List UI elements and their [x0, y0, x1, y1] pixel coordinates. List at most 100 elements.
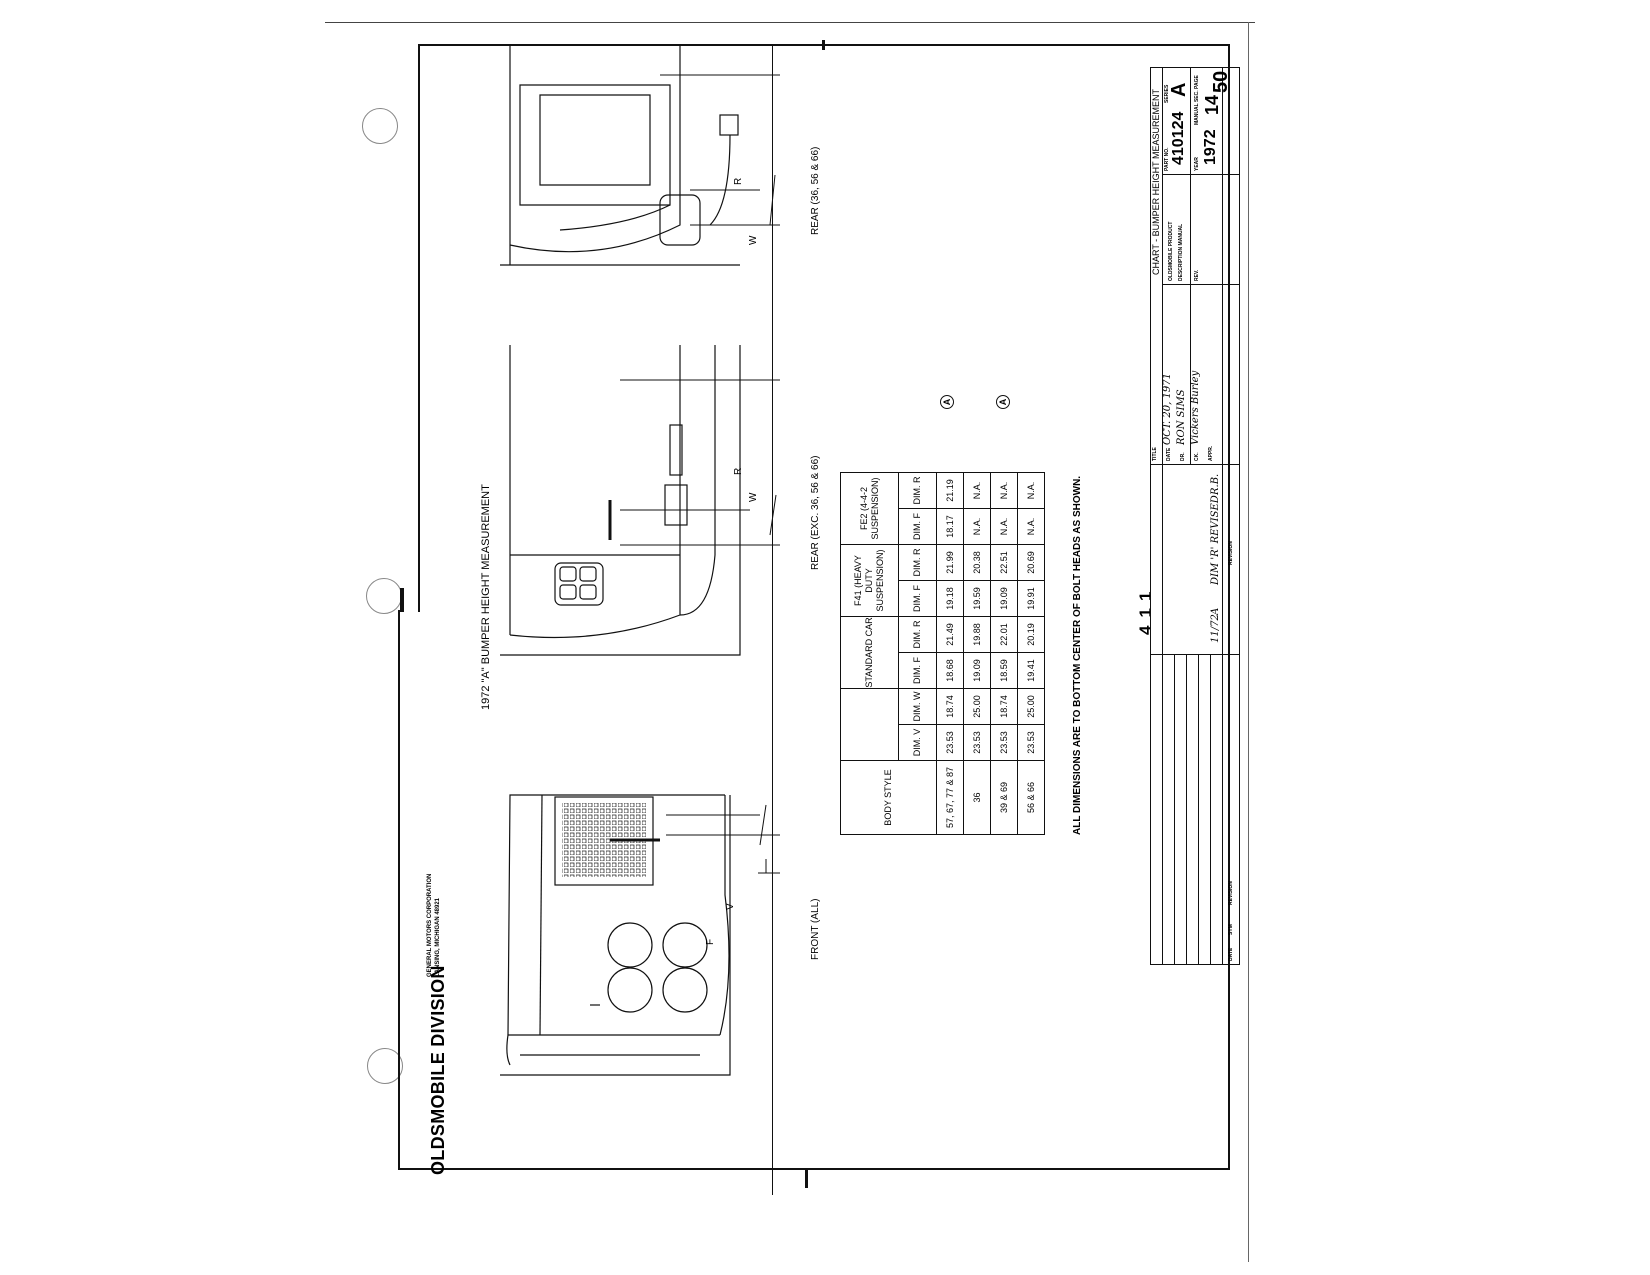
cell-value: 18.59	[990, 652, 1018, 689]
tb-part-no: 410124	[1170, 111, 1187, 165]
header-dim-v: DIM. V	[898, 724, 937, 761]
tb-line-info-col2	[1162, 174, 1240, 175]
dim-letter-w-rear-exc: W	[748, 492, 759, 502]
cell-value: N.A.	[990, 508, 1018, 545]
tb-line-rev-row5	[1210, 655, 1211, 965]
dim-letter-f-front: F	[705, 938, 716, 945]
table-row: 39 & 69 23.53 18.74 18.59 22.01 19.09 22…	[990, 472, 1018, 835]
dim-letter-v-front: V	[725, 903, 736, 910]
right-scan-edge	[1248, 22, 1249, 1262]
tb-manual-sec: 14	[1202, 94, 1222, 115]
cell-body-style: 56 & 66	[1017, 760, 1045, 835]
tb-line-rev-divider	[1150, 654, 1240, 655]
table-row: 57, 67, 77 & 87 23.53 18.74 18.68 21.49 …	[936, 472, 964, 835]
cell-value: 21.19	[936, 472, 964, 509]
revision-note-marker-row3: A	[996, 395, 1010, 409]
tb-dr-label: DR.	[1180, 452, 1186, 461]
tb-appr-label: APPR.	[1208, 445, 1214, 461]
front-view-drawing	[500, 794, 780, 1076]
cell-value: 25.00	[1017, 688, 1045, 725]
tb-rev-desc: DIM 'R' REVISED	[1210, 495, 1221, 585]
cell-body-style: 57, 67, 77 & 87	[936, 760, 964, 835]
tb-rev-revision-label: REVISION	[1228, 541, 1234, 565]
tb-year: 1972	[1202, 129, 1219, 165]
cell-value: 23.53	[936, 724, 964, 761]
tb-product-line1: OLDSMOBILE PRODUCT	[1168, 221, 1174, 281]
view-label-rear-exc: REAR (EXC. 36, 56 & 66)	[810, 455, 821, 571]
cell-value: 19.59	[963, 580, 991, 617]
binder-hole-top	[362, 108, 398, 144]
cell-value: 23.53	[990, 724, 1018, 761]
header-standard-car: STANDARD CAR	[840, 616, 899, 689]
tb-ck: Vickers Burley	[1190, 370, 1201, 445]
binder-hole-bottom	[367, 1048, 403, 1084]
header-f41-dim-f: DIM. F	[898, 580, 937, 617]
tb-title-label: TITLE	[1152, 447, 1158, 461]
tb-line-info-col1	[1162, 284, 1240, 285]
table-row: 56 & 66 23.53 25.00 19.41 20.19 19.91 20…	[1017, 472, 1045, 835]
header-std-dim-r: DIM. R	[898, 616, 937, 653]
tb-title: CHART - BUMPER HEIGHT MEASUREMENT	[1151, 88, 1161, 275]
rear-view-drawing	[500, 45, 780, 266]
cell-value: N.A.	[1017, 508, 1045, 545]
cell-value: 19.88	[963, 616, 991, 653]
dim-letter-r-rear: R	[733, 177, 744, 185]
tb-line-rev-row1	[1162, 655, 1163, 965]
cell-value: N.A.	[963, 508, 991, 545]
header-f41-dim-r: DIM. R	[898, 544, 937, 581]
bumper-height-table: BODY STYLE STANDARD CAR F41 (HEAVY DUTY …	[840, 472, 1045, 835]
cell-value: 21.49	[936, 616, 964, 653]
table-header-row-groups: BODY STYLE STANDARD CAR F41 (HEAVY DUTY …	[840, 472, 937, 835]
cell-value: 22.01	[990, 616, 1018, 653]
tb-revision-label: REVISION	[1228, 881, 1234, 905]
cell-value: 19.18	[936, 580, 964, 617]
dim-letter-w-rear: W	[748, 235, 759, 245]
tb-ck-label: CK.	[1194, 452, 1200, 461]
cell-value: 18.74	[936, 688, 964, 725]
revision-note-marker-row1: A	[940, 395, 954, 409]
cell-body-style: 36	[963, 760, 991, 835]
tb-date: OCT. 20, 1971	[1162, 373, 1173, 445]
frame-top	[418, 44, 1230, 46]
cell-value: 25.00	[963, 688, 991, 725]
company-sub-line1: GENERAL MOTORS CORPORATION	[427, 873, 433, 977]
tb-line-right	[1150, 67, 1240, 68]
header-fe2-dim-f: DIM. F	[898, 508, 937, 545]
tb-dr: RON SIMS	[1176, 389, 1187, 445]
company-name: OLDSMOBILE DIVISION	[428, 965, 448, 1175]
frame-bottom	[398, 1168, 1230, 1170]
cell-value: 21.99	[936, 544, 964, 581]
binder-hole-middle	[366, 578, 402, 614]
cell-value: 19.41	[1017, 652, 1045, 689]
tb-line-rev-row6	[1222, 67, 1223, 965]
tb-rev-label: REV.	[1194, 269, 1200, 281]
header-blank	[840, 688, 899, 761]
cell-value: 23.53	[1017, 724, 1045, 761]
cell-value: 22.51	[990, 544, 1018, 581]
tb-line-title-sep	[1162, 67, 1163, 655]
cell-value: 23.53	[963, 724, 991, 761]
center-mark-bottom	[805, 1170, 808, 1188]
cell-value: N.A.	[963, 472, 991, 509]
cell-body-style: 39 & 69	[990, 760, 1018, 835]
cell-value: 20.69	[1017, 544, 1045, 581]
tb-line-rev-row3	[1186, 655, 1187, 965]
dimension-footnote: ALL DIMENSIONS ARE TO BOTTOM CENTER OF B…	[1072, 475, 1083, 835]
tb-line-rev-row2	[1174, 655, 1175, 965]
title-block: REVISION DATE SYM 11/72 A DIM 'R' REVISE…	[1150, 67, 1240, 965]
tb-col-date-label: DATE	[1228, 947, 1234, 961]
tb-page: 50	[1210, 70, 1232, 93]
view-label-front: FRONT (ALL)	[810, 898, 821, 961]
tb-rev-date: 11/72	[1210, 614, 1221, 643]
company-sub-line2: LANSING, MICHIGAN 48921	[435, 897, 441, 977]
cell-value: 19.09	[963, 652, 991, 689]
tb-series: A	[1168, 82, 1190, 97]
cell-value: 20.19	[1017, 616, 1045, 653]
header-f41: F41 (HEAVY DUTY SUSPENSION)	[840, 544, 899, 617]
tb-rev-dr: R.B.	[1210, 473, 1221, 495]
tb-date-label: DATE	[1166, 447, 1172, 461]
tb-year-label: YEAR	[1194, 157, 1200, 171]
cell-value: 18.68	[936, 652, 964, 689]
center-mark-left	[400, 588, 404, 612]
tb-col-sym-label: SYM	[1228, 924, 1234, 935]
